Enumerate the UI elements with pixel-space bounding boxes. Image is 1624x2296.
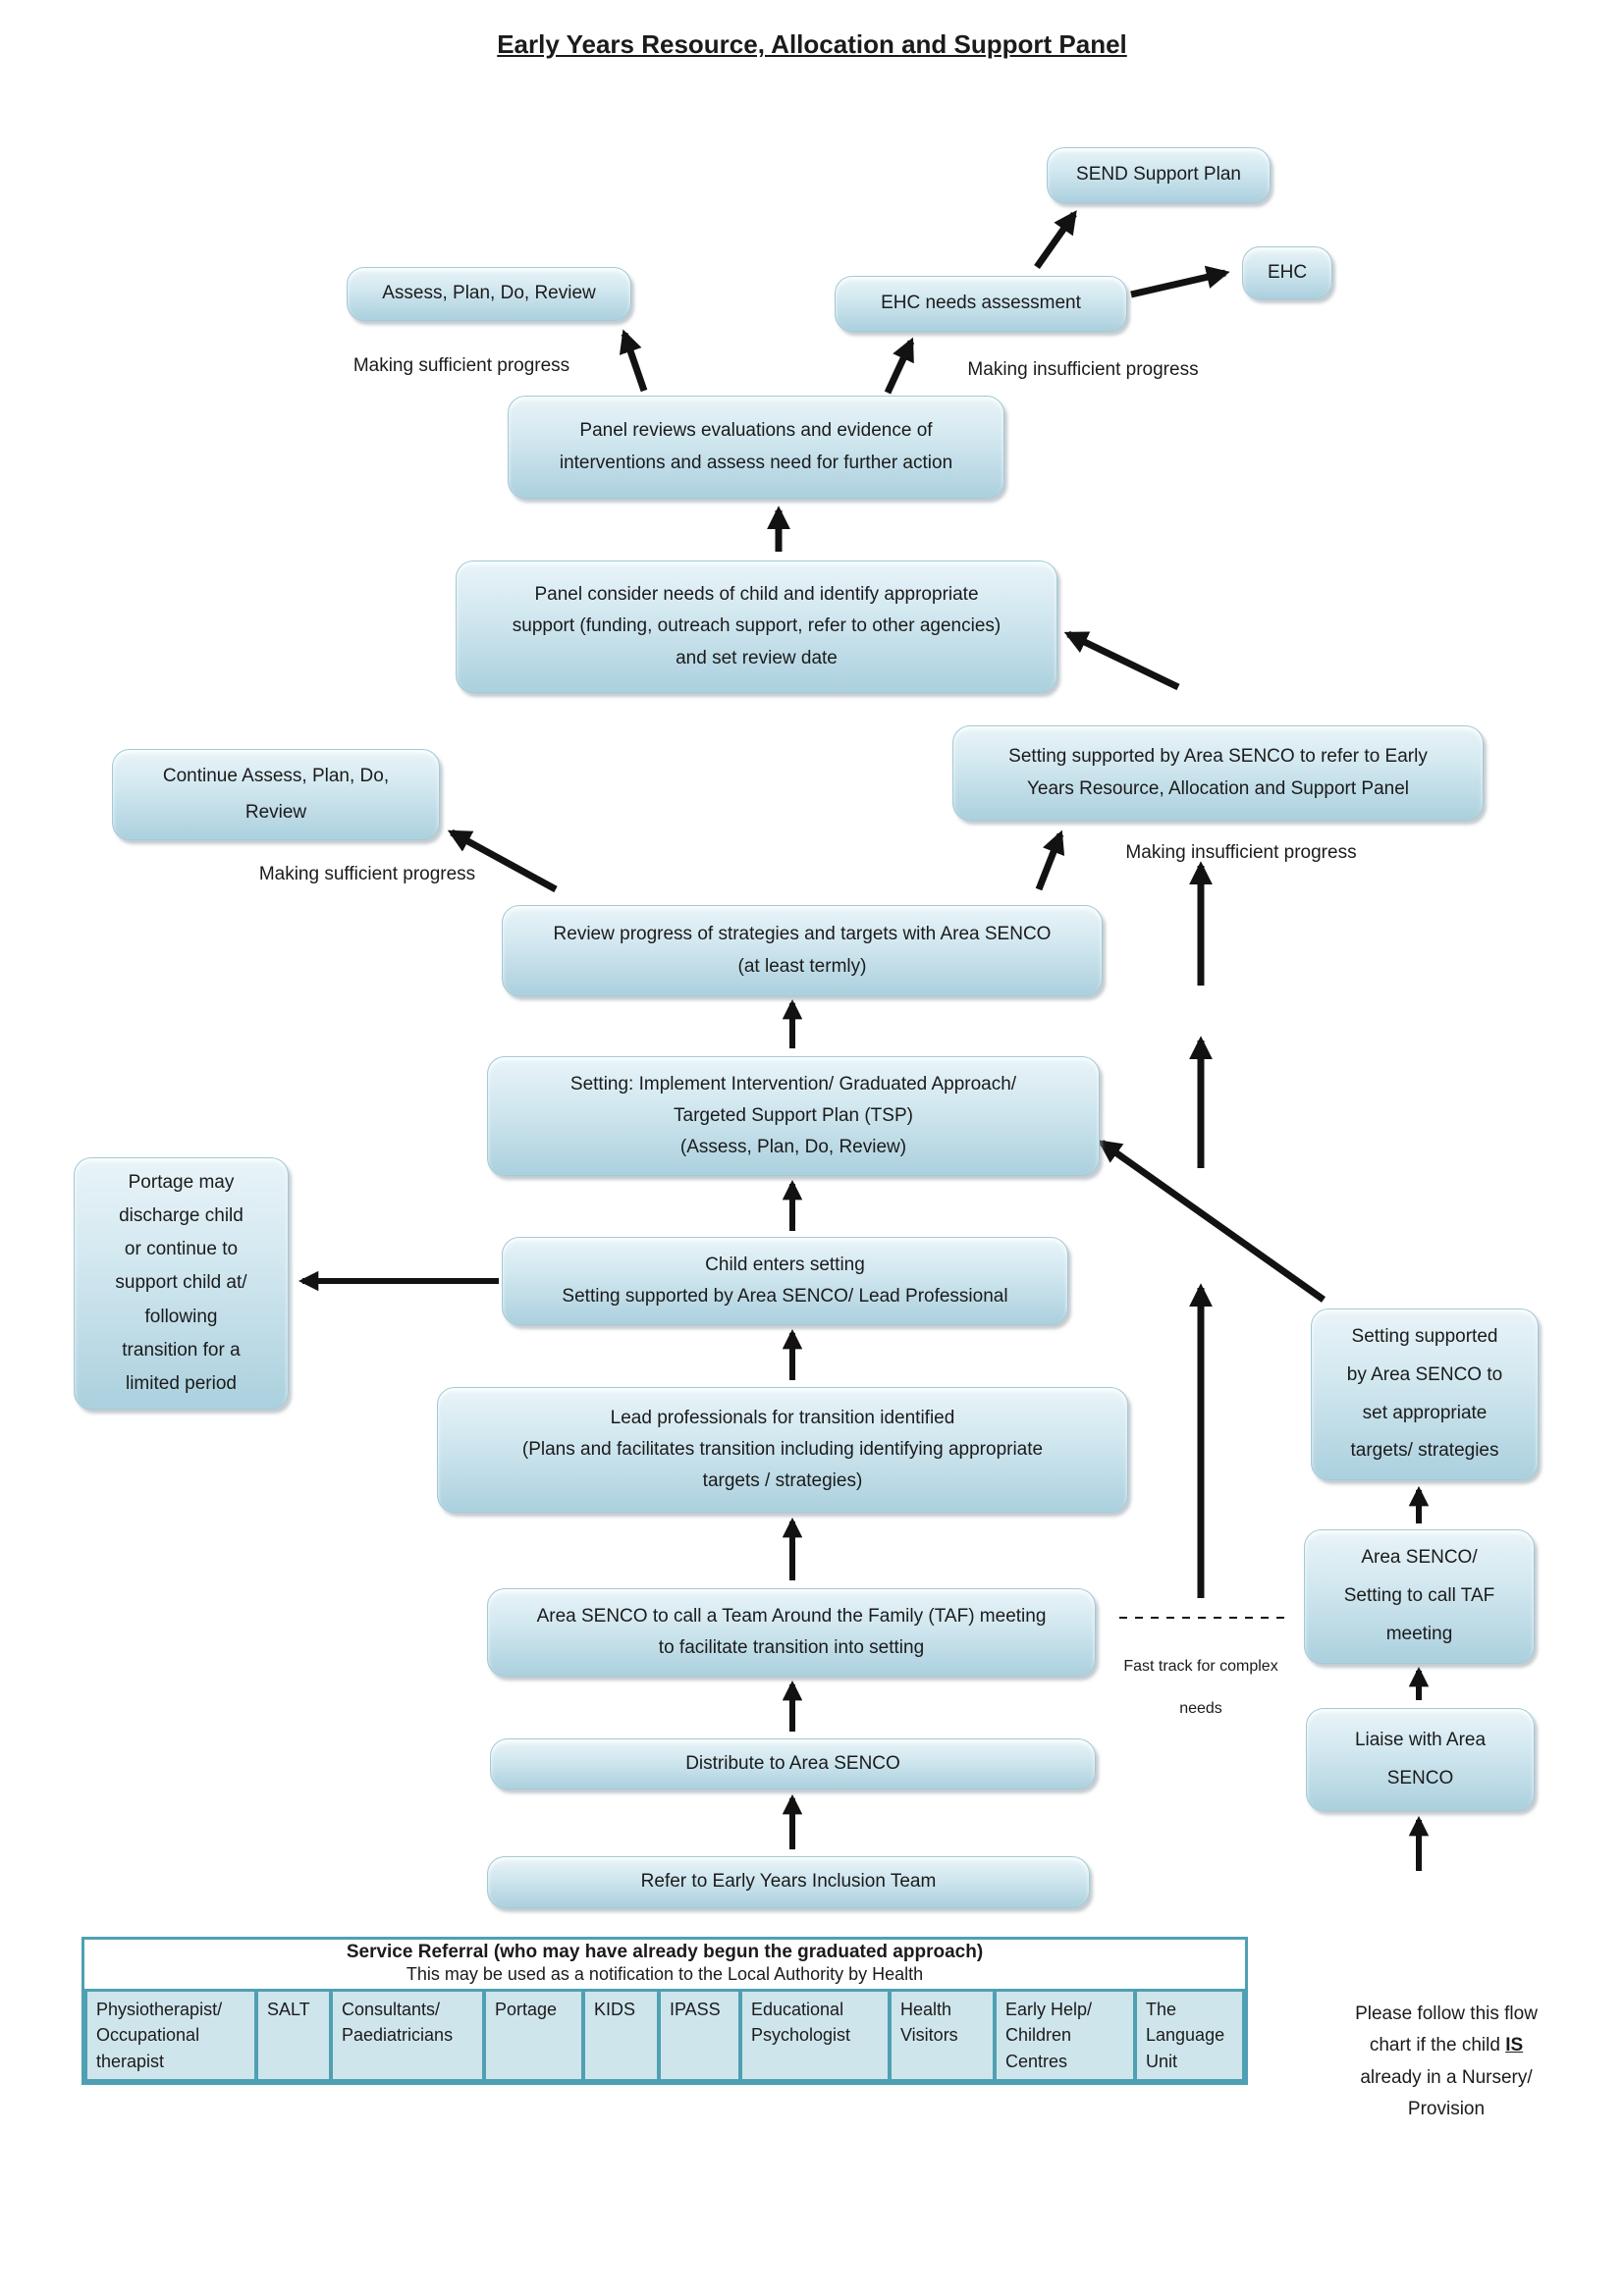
arrow-settingrefer-to-panelconsider [1063, 630, 1180, 691]
service-referral-table: Service Referral (who may have already b… [81, 1937, 1248, 2085]
arrow-ehcneeds-to-sendplan [1034, 210, 1077, 270]
box-ehc: EHC [1242, 246, 1332, 299]
cell-consultants-paediatricians: Consultants/ Paediatricians [333, 1992, 482, 2079]
box-senco-setting-call-taf: Area SENCO/ Setting to call TAF meeting [1304, 1529, 1535, 1664]
cell-educational-psychologist: Educational Psychologist [742, 1992, 888, 2079]
box-lead-professionals: Lead professionals for transition identi… [437, 1387, 1128, 1513]
note-is-emphasis: IS [1505, 2035, 1524, 2056]
box-panel-consider-needs: Panel consider needs of child and identi… [456, 561, 1057, 693]
note-line2: chart if the child IS [1369, 2035, 1524, 2056]
box-portage-discharge: Portage may discharge child or continue … [74, 1157, 289, 1410]
label-fast-track-complex-needs: Fast track for complex needs [1123, 1658, 1278, 1718]
box-review-progress: Review progress of strategies and target… [502, 905, 1103, 996]
arrow-ehcneeds-to-ehc [1130, 265, 1230, 298]
box-refer-to-early-years-inclusion-team: Refer to Early Years Inclusion Team [487, 1856, 1090, 1908]
cell-health-visitors: Health Visitors [892, 1992, 993, 2079]
cell-physiotherapist-occupational-therapist: Physiotherapist/ Occupational therapist [87, 1992, 254, 2079]
service-referral-row: Physiotherapist/ Occupational therapist … [84, 1989, 1245, 2082]
box-liaise-with-area-senco: Liaise with Area SENCO [1306, 1708, 1535, 1811]
label-making-insufficient-progress-top: Making insufficient progress [967, 359, 1199, 380]
note-line3: already in a Nursery/ [1360, 2066, 1533, 2088]
arrow-settingtargets-to-settingimplement [1098, 1140, 1326, 1303]
box-distribute-to-area-senco: Distribute to Area SENCO [490, 1738, 1096, 1789]
service-referral-title: Service Referral (who may have already b… [346, 1942, 984, 1962]
box-panel-reviews-evaluations: Panel reviews evaluations and evidence o… [508, 396, 1004, 499]
follow-flowchart-note: Please follow this flow chart if the chi… [1326, 1999, 1567, 2125]
page-title: Early Years Resource, Allocation and Sup… [497, 29, 1127, 59]
box-send-support-plan: SEND Support Plan [1047, 147, 1271, 203]
note-line1: Please follow this flow [1355, 2003, 1538, 2024]
cell-kids: KIDS [585, 1992, 657, 2079]
box-assess-plan-do-review: Assess, Plan, Do, Review [347, 267, 631, 321]
box-setting-refer-to-panel: Setting supported by Area SENCO to refer… [952, 725, 1484, 821]
cell-the-language-unit: The Language Unit [1137, 1992, 1242, 2079]
cell-portage: Portage [486, 1992, 581, 2079]
label-making-sufficient-progress-top: Making sufficient progress [352, 355, 570, 376]
label-making-insufficient-progress-mid: Making insufficient progress [1125, 842, 1357, 863]
arrow-panelreviews-to-ehcneeds [884, 337, 915, 395]
arrow-panelreviews-to-assessplan [619, 329, 648, 393]
box-setting-implement-intervention: Setting: Implement Intervention/ Graduat… [487, 1056, 1100, 1176]
cell-early-help-children-centres: Early Help/ Children Centres [997, 1992, 1133, 2079]
box-child-enters-setting: Child enters setting Setting supported b… [502, 1237, 1068, 1325]
service-referral-header: Service Referral (who may have already b… [84, 1940, 1245, 1989]
cell-ipass: IPASS [661, 1992, 738, 2079]
service-referral-subtitle: This may be used as a notification to th… [406, 1963, 924, 1984]
box-area-senco-taf-meeting: Area SENCO to call a Team Around the Fam… [487, 1588, 1096, 1677]
cell-salt: SALT [258, 1992, 329, 2079]
arrow-reviewprogress-to-settingrefer [1035, 829, 1065, 891]
box-continue-assess-plan-do-review: Continue Assess, Plan, Do, Review [112, 749, 440, 840]
box-setting-targets-strategies: Setting supported by Area SENCO to set a… [1311, 1308, 1539, 1480]
note-line4: Provision [1407, 2098, 1486, 2119]
label-making-sufficient-progress-mid: Making sufficient progress [258, 864, 476, 884]
arrow-reviewprogress-to-continueassess [447, 828, 558, 893]
box-ehc-needs-assessment: EHC needs assessment [835, 276, 1127, 332]
